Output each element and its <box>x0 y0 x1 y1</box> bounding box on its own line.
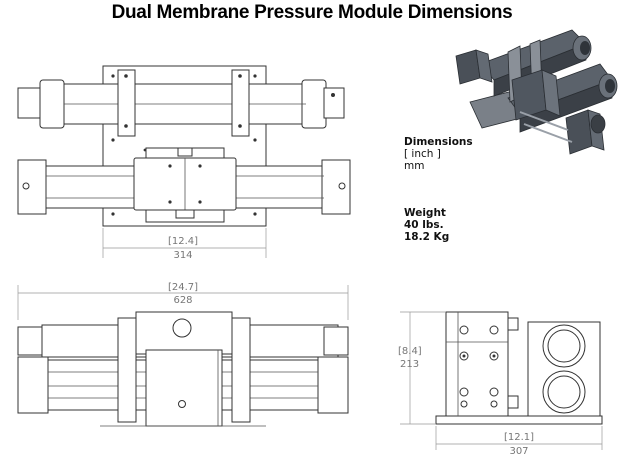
dimensions-unit-mm: mm <box>404 160 425 172</box>
top-upper-cylinder <box>17 79 345 129</box>
side-port-circles <box>459 325 499 408</box>
side-width-inch: [12.1] <box>504 432 534 443</box>
front-lower-endcap-left <box>17 356 49 414</box>
dimensions-label: Dimensions <box>404 136 473 148</box>
top-width-dimension: [12.4] 314 <box>102 228 267 261</box>
front-bracket-left <box>117 317 137 423</box>
side-height-dimension: [8.4] 213 <box>398 311 446 425</box>
top-central-block <box>133 147 237 223</box>
weight-label: Weight <box>404 207 446 219</box>
top-width-inch: [12.4] <box>168 236 198 247</box>
side-height-inch: [8.4] <box>398 346 422 357</box>
front-port <box>172 318 192 338</box>
front-lower-endcap-right <box>317 356 349 414</box>
front-upper-endcap-left <box>17 326 43 356</box>
front-view: [24.7] 628 <box>17 282 349 427</box>
side-module-body <box>445 311 509 417</box>
top-brackets <box>117 69 250 137</box>
front-length-inch: [24.7] <box>168 282 198 293</box>
front-length-dimension: [24.7] 628 <box>17 282 349 320</box>
side-width-dimension: [12.1] 307 <box>435 426 603 457</box>
dimensions-legend: Dimensions [ inch ] mm <box>404 136 473 172</box>
front-upper-endcap-right <box>323 326 349 356</box>
front-length-mm: 628 <box>173 295 192 306</box>
front-central-body <box>145 349 223 427</box>
weight-legend: Weight 40 lbs. 18.2 Kg <box>404 207 449 243</box>
page-title: Dual Membrane Pressure Module Dimensions <box>111 2 513 23</box>
weight-kg: 18.2 Kg <box>404 231 450 243</box>
top-lower-cylinder <box>17 159 351 215</box>
weight-lbs: 40 lbs. <box>404 219 444 231</box>
top-view: [12.4] 314 <box>17 65 351 261</box>
side-base-plate <box>435 415 603 425</box>
isometric-render <box>455 29 618 155</box>
dimensions-unit-inch: [ inch ] <box>404 148 441 160</box>
front-bracket-right <box>231 317 251 423</box>
top-width-mm: 314 <box>173 250 192 261</box>
side-width-mm: 307 <box>509 446 528 457</box>
side-view: [8.4] 213 [12.1] 307 <box>398 311 603 457</box>
side-height-mm: 213 <box>400 359 419 370</box>
